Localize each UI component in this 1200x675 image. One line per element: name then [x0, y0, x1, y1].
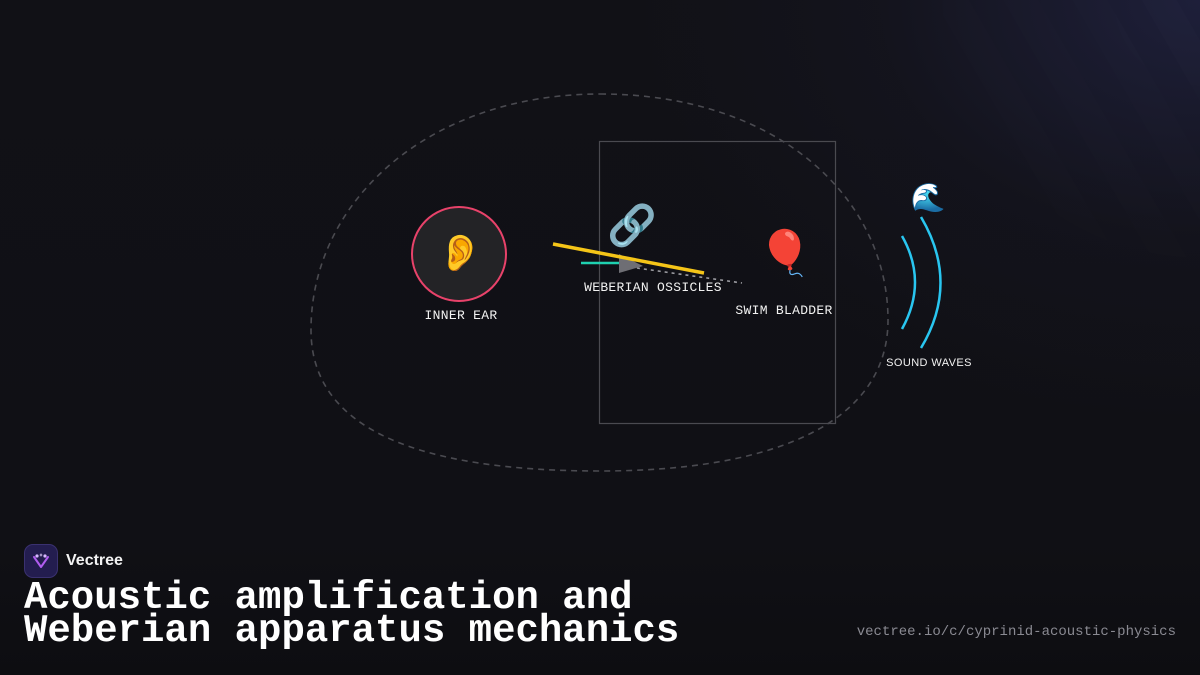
background-rays: [680, 0, 1200, 520]
brand[interactable]: Vectree: [24, 544, 123, 578]
sound-waves-label: SOUND WAVES: [886, 357, 972, 369]
bladder-chamber: [598, 140, 837, 425]
balloon-icon: 🎈: [757, 228, 813, 279]
lever-bar: [552, 242, 705, 275]
ossicle-to-bladder-connector: [629, 266, 743, 284]
source-url[interactable]: vectree.io/c/cyprinid-acoustic-physics: [856, 624, 1176, 640]
inner-ear-circle: [411, 206, 507, 302]
swim-bladder-label: SWIM BLADDER: [735, 303, 833, 318]
inner-ear-label: INNER EAR: [424, 308, 498, 323]
wave-icon: 🌊: [910, 181, 946, 214]
sound-wave-inner: [900, 235, 917, 330]
body-outline: [310, 93, 889, 472]
sparkle-v-icon: [24, 544, 58, 578]
ear-icon: 👂: [437, 233, 483, 274]
brand-name: Vectree: [66, 552, 123, 569]
weberian-ossicles-label: WEBERIAN OSSICLES: [584, 280, 722, 295]
chain-link-icon: 🔗: [607, 203, 657, 249]
page-title: Acoustic amplification and Weberian appa…: [24, 576, 680, 653]
sound-wave-outer: [919, 216, 942, 349]
